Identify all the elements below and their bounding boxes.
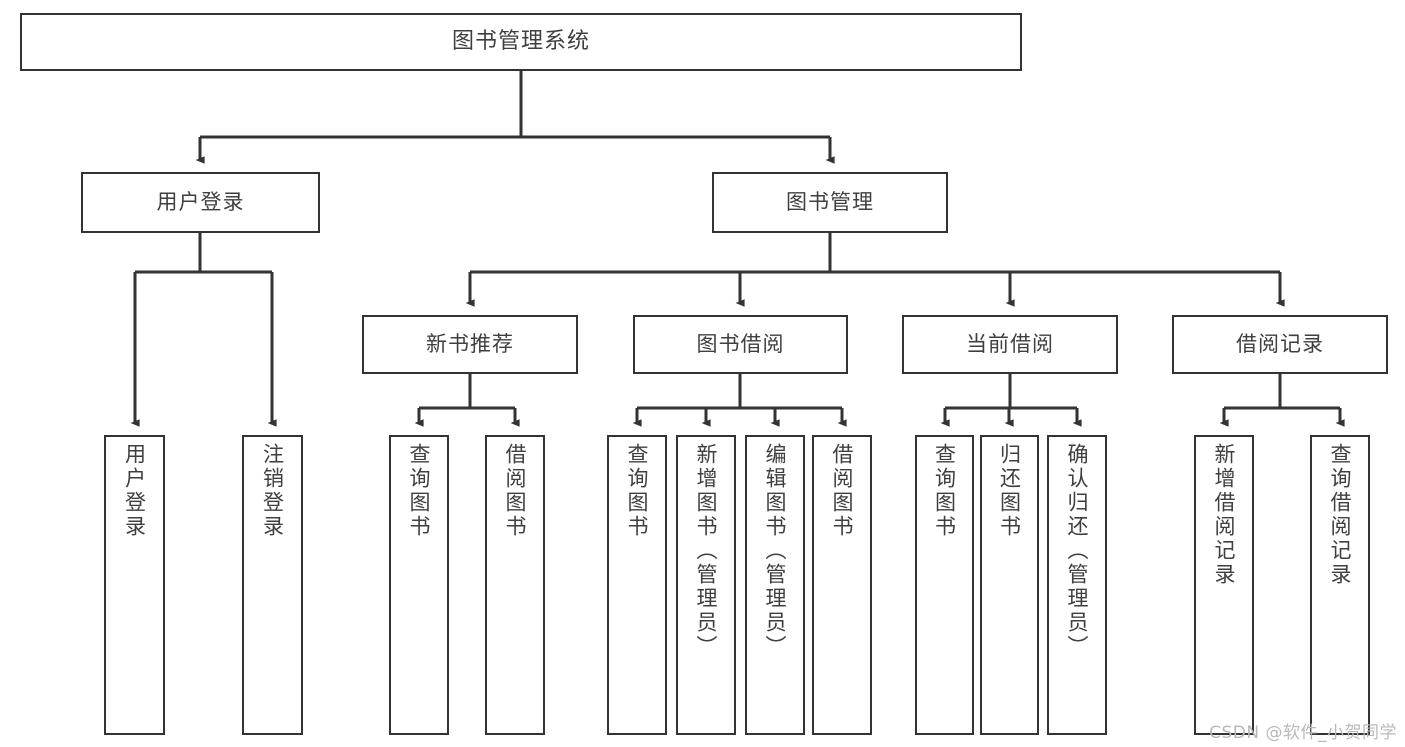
leaf-borrow-record-add-record[interactable]: 新增借阅记录 — [1194, 435, 1254, 735]
node-current-borrow[interactable]: 当前借阅 — [902, 315, 1118, 374]
node-label: 新书推荐 — [426, 332, 514, 357]
node-label: 注销登录 — [260, 443, 285, 539]
node-label: 借阅记录 — [1236, 332, 1324, 357]
leaf-user-login-login[interactable]: 用户登录 — [104, 435, 165, 735]
node-book-management[interactable]: 图书管理 — [712, 172, 948, 233]
node-borrow-record[interactable]: 借阅记录 — [1172, 315, 1388, 374]
leaf-current-borrow-return-book[interactable]: 归还图书 — [980, 435, 1039, 735]
leaf-current-borrow-confirm-return-admin[interactable]: 确认归还（管理员） — [1047, 435, 1107, 735]
leaf-book-borrow-edit-book-admin[interactable]: 编辑图书（管理员） — [745, 435, 805, 735]
node-label: 查询图书 — [625, 443, 650, 539]
node-user-login[interactable]: 用户登录 — [81, 172, 320, 233]
leaf-new-book-query-book[interactable]: 查询图书 — [389, 435, 449, 735]
node-new-book-recommend[interactable]: 新书推荐 — [362, 315, 578, 374]
node-label: 新增图书（管理员） — [694, 443, 719, 659]
leaf-book-borrow-borrow-book[interactable]: 借阅图书 — [812, 435, 872, 735]
node-label: 图书管理系统 — [451, 29, 590, 55]
node-label: 编辑图书（管理员） — [763, 443, 788, 659]
node-label: 借阅图书 — [830, 443, 855, 539]
leaf-book-borrow-query-book[interactable]: 查询图书 — [607, 435, 667, 735]
node-label: 当前借阅 — [966, 332, 1054, 357]
node-book-borrow[interactable]: 图书借阅 — [633, 315, 848, 374]
node-label: 确认归还（管理员） — [1065, 443, 1090, 659]
node-label: 查询图书 — [407, 443, 432, 539]
node-label: 借阅图书 — [503, 443, 528, 539]
node-label: 图书借阅 — [696, 332, 785, 357]
node-label: 归还图书 — [997, 443, 1022, 539]
leaf-new-book-borrow-book[interactable]: 借阅图书 — [485, 435, 545, 735]
watermark-text: CSDN @软件_小贺同学 — [1209, 723, 1397, 743]
node-label: 图书管理 — [786, 190, 874, 215]
node-label: 查询借阅记录 — [1328, 443, 1353, 587]
leaf-current-borrow-query-book[interactable]: 查询图书 — [915, 435, 974, 735]
leaf-user-login-logout[interactable]: 注销登录 — [242, 435, 303, 735]
node-label: 新增借阅记录 — [1212, 443, 1237, 587]
leaf-book-borrow-add-book-admin[interactable]: 新增图书（管理员） — [676, 435, 736, 735]
node-label: 查询图书 — [932, 443, 957, 539]
leaf-borrow-record-query-record[interactable]: 查询借阅记录 — [1310, 435, 1370, 735]
node-label: 用户登录 — [156, 190, 245, 215]
node-root-book-management-system[interactable]: 图书管理系统 — [20, 13, 1022, 71]
node-label: 用户登录 — [122, 443, 147, 539]
